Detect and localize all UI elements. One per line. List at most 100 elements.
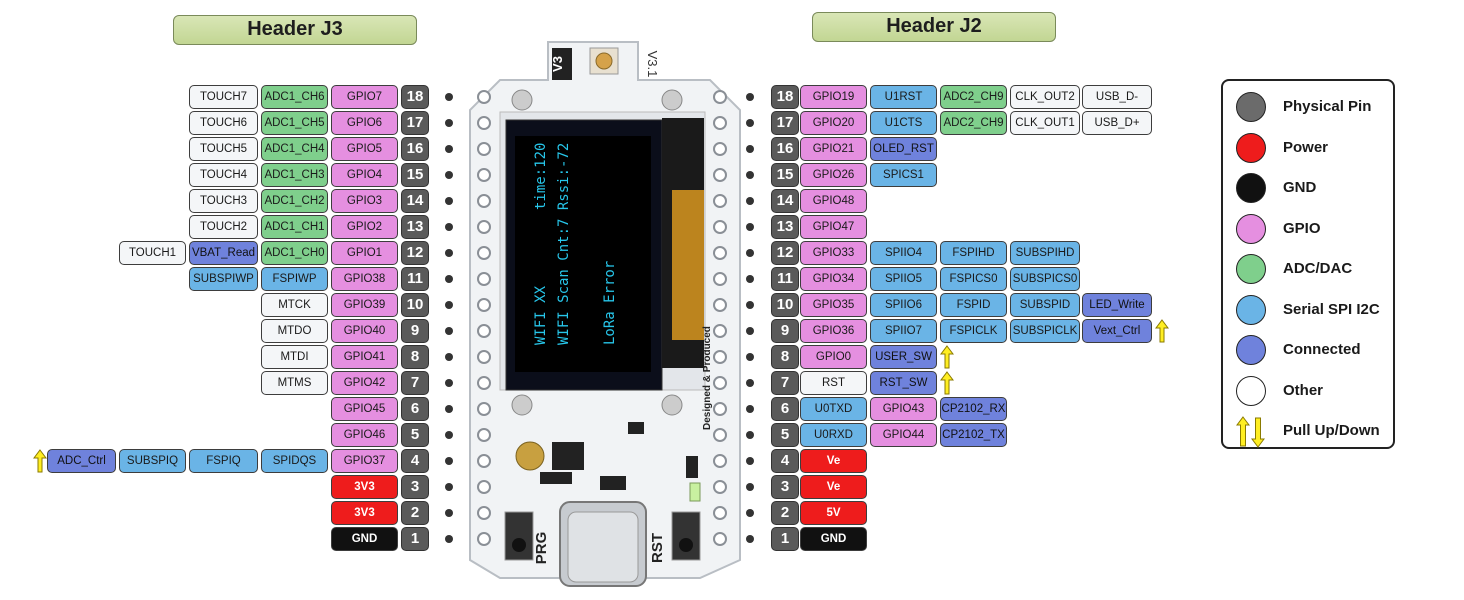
pin-label-adc: ADC1_CH2 [261, 189, 328, 213]
board-pin-hole [477, 116, 491, 130]
pin-label-serial: U0RXD [800, 423, 867, 447]
legend-label: Power [1283, 138, 1329, 156]
pin-label-other: TOUCH5 [189, 137, 258, 161]
oled-line-1: WIFI XX [533, 285, 549, 345]
board-pin-hole [713, 480, 727, 494]
pin-connector-dot [746, 197, 754, 205]
pin-label-other: TOUCH7 [189, 85, 258, 109]
legend-label: GND [1283, 179, 1317, 196]
pin-number-left-14: 14 [401, 189, 429, 213]
pin-label-gpio: GPIO39 [331, 293, 398, 317]
pin-number-right-15: 15 [771, 163, 799, 187]
pull-up-arrow-icon [1155, 319, 1169, 343]
pin-connector-dot [445, 301, 453, 309]
pin-label-power: 3V3 [331, 475, 398, 499]
board-pin-hole [477, 480, 491, 494]
pin-label-serial: SUBSPIWP [189, 267, 258, 291]
pin-label-gpio: GPIO45 [331, 397, 398, 421]
legend-label: Physical Pin [1283, 98, 1372, 115]
pin-connector-dot [746, 431, 754, 439]
pin-label-other: MTDO [261, 319, 328, 343]
legend-item-gnd: GND [1223, 172, 1393, 206]
usb-c-port [559, 501, 647, 587]
pin-connector-dot [445, 457, 453, 465]
pin-number-left-16: 16 [401, 137, 429, 161]
board-pin-hole [477, 376, 491, 390]
pin-label-power: 3V3 [331, 501, 398, 525]
pin-number-right-7: 7 [771, 371, 799, 395]
board-pin-hole [713, 454, 727, 468]
pin-connector-dot [445, 431, 453, 439]
pin-label-connected: CP2102_TX [940, 423, 1007, 447]
pin-label-serial: SPIIO5 [870, 267, 937, 291]
pin-label-serial: FSPIHD [940, 241, 1007, 265]
pin-label-serial: FSPICLK [940, 319, 1007, 343]
oled-time: time:120 [533, 143, 549, 210]
pin-label-adc: ADC1_CH6 [261, 85, 328, 109]
pin-number-right-16: 16 [771, 137, 799, 161]
oled-line-3: LoRa Error [602, 261, 618, 345]
pin-number-right-14: 14 [771, 189, 799, 213]
legend-swatch-adc [1236, 254, 1266, 284]
pin-connector-dot [746, 93, 754, 101]
board-pin-hole [477, 506, 491, 520]
pin-label-gpio: GPIO6 [331, 111, 398, 135]
pin-number-left-1: 1 [401, 527, 429, 551]
pin-label-connected: USER_SW [870, 345, 937, 369]
pin-label-gnd: GND [331, 527, 398, 551]
board-pin-hole [713, 324, 727, 338]
legend-label: Pull Up/Down [1283, 422, 1380, 439]
pin-label-gpio: GPIO40 [331, 319, 398, 343]
board-pin-hole [713, 532, 727, 546]
pin-label-gpio: GPIO26 [800, 163, 867, 187]
board-pin-hole [713, 90, 727, 104]
pin-label-serial: SPIIO4 [870, 241, 937, 265]
pin-connector-dot [746, 301, 754, 309]
pin-number-right-9: 9 [771, 319, 799, 343]
pin-number-left-8: 8 [401, 345, 429, 369]
led [689, 482, 701, 502]
legend-swatch-gnd [1236, 173, 1266, 203]
antenna-connector [589, 47, 619, 75]
pin-label-connected: VBAT_Read [189, 241, 258, 265]
pin-connector-dot [445, 405, 453, 413]
prg-label: PRG [533, 532, 550, 565]
oled-screen [505, 119, 663, 391]
board-pin-hole [477, 454, 491, 468]
pin-label-serial: U1CTS [870, 111, 937, 135]
board-pin-hole [713, 116, 727, 130]
pin-number-left-4: 4 [401, 449, 429, 473]
pin-label-other: CLK_OUT2 [1010, 85, 1080, 109]
pin-label-serial: FSPIQ [189, 449, 258, 473]
pin-label-serial: FSPIWP [261, 267, 328, 291]
pin-label-serial: SUBSPIQ [119, 449, 186, 473]
legend-item-gpio: GPIO [1223, 213, 1393, 247]
pin-label-connected: LED_Write [1082, 293, 1152, 317]
pin-label-connected: CP2102_RX [940, 397, 1007, 421]
legend-item-pull: Pull Up/Down [1223, 415, 1393, 449]
pin-number-left-2: 2 [401, 501, 429, 525]
pin-number-right-18: 18 [771, 85, 799, 109]
pin-number-right-8: 8 [771, 345, 799, 369]
legend-swatch-other [1236, 375, 1266, 406]
pin-label-serial: SUBSPID [1010, 293, 1080, 317]
legend-label: Other [1283, 381, 1324, 399]
board-pin-hole [713, 506, 727, 520]
legend-label: Connected [1283, 341, 1361, 358]
pin-label-other: TOUCH6 [189, 111, 258, 135]
pin-number-right-3: 3 [771, 475, 799, 499]
legend-item-adc: ADC/DAC [1223, 253, 1393, 287]
pin-connector-dot [445, 327, 453, 335]
board-pin-hole [477, 142, 491, 156]
legend-item-power: Power [1223, 132, 1393, 166]
pin-number-right-10: 10 [771, 293, 799, 317]
board-pin-holes [477, 90, 727, 546]
legend-swatch-physical [1236, 92, 1266, 122]
pin-connector-dot [445, 171, 453, 179]
pin-label-gpio: GPIO38 [331, 267, 398, 291]
pin-number-left-3: 3 [401, 475, 429, 499]
board-pin-hole [477, 324, 491, 338]
board-pin-hole [477, 246, 491, 260]
pin-label-gpio: GPIO48 [800, 189, 867, 213]
